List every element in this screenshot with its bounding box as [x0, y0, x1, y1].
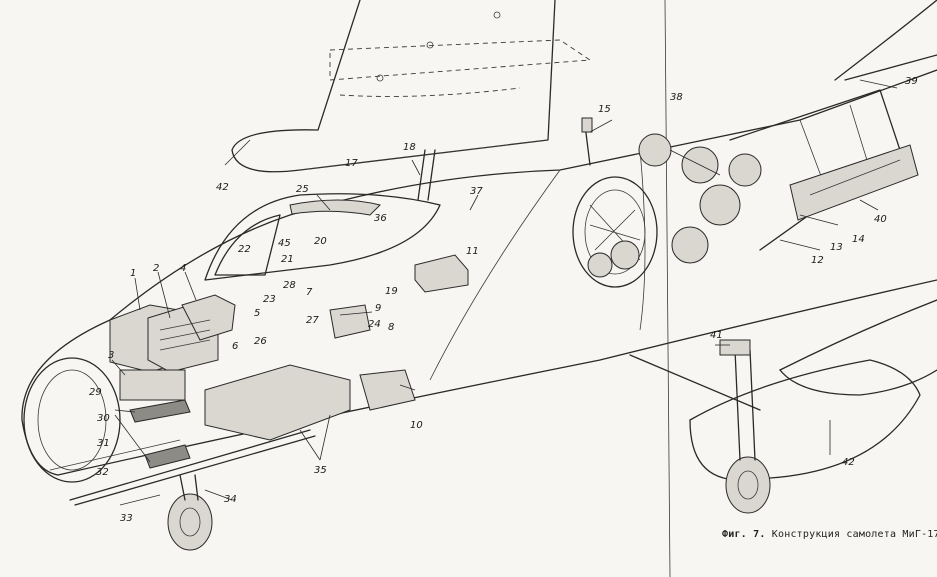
- callout-39: 39: [905, 76, 918, 87]
- callout-14: 14: [852, 234, 865, 245]
- figure-caption-prefix: Фиг. 7.: [722, 529, 766, 540]
- figure-caption-text: Конструкция самолета МиГ-17: [771, 529, 937, 540]
- callout-37: 37: [470, 186, 483, 197]
- callout-8: 8: [388, 322, 394, 333]
- callout-27: 27: [306, 315, 319, 326]
- callout-22: 22: [238, 244, 251, 255]
- callout-1: 1: [130, 268, 136, 279]
- callout-7: 7: [306, 287, 313, 298]
- leader-lines: [111, 79, 898, 506]
- callout-2: 2: [153, 263, 159, 274]
- right-wing: [689, 299, 937, 481]
- callout-18: 18: [403, 142, 416, 153]
- callout-38: 38: [670, 92, 683, 103]
- callout-26: 26: [254, 336, 267, 347]
- callout-4: 4: [180, 263, 186, 274]
- callout-42a: 42: [216, 182, 229, 193]
- callout-labels: 1 2 3 4 5 6 7 8 9 10 11 12 13 14 15 17 1…: [89, 76, 918, 524]
- callout-34: 34: [224, 494, 237, 505]
- gun-bay: [49, 304, 416, 506]
- callout-23: 23: [263, 294, 276, 305]
- callout-17: 17: [345, 158, 358, 169]
- fuselage: [57, 0, 937, 577]
- callout-40: 40: [874, 214, 887, 225]
- fuel-tank-40: [789, 144, 919, 221]
- nose-intake: [21, 319, 121, 483]
- callout-20: 20: [314, 236, 327, 247]
- callout-29: 29: [89, 387, 102, 398]
- antennas: [417, 117, 593, 201]
- callout-32: 32: [96, 467, 109, 478]
- callout-19: 19: [385, 286, 398, 297]
- callout-33: 33: [120, 513, 133, 524]
- upper-wing: [231, 0, 592, 173]
- callout-9: 9: [375, 303, 381, 314]
- avionics-blocks: [109, 294, 236, 373]
- callout-10: 10: [410, 420, 423, 431]
- callout-11: 11: [466, 246, 479, 257]
- callout-41: 41: [710, 330, 723, 341]
- callout-36: 36: [374, 213, 387, 224]
- callout-24: 24: [368, 319, 381, 330]
- callout-35: 35: [314, 465, 327, 476]
- main-landing-gear: [629, 339, 771, 514]
- callout-25: 25: [296, 184, 309, 195]
- nose-landing-gear: [167, 474, 213, 551]
- callout-6: 6: [232, 341, 238, 352]
- canopy: [204, 193, 441, 281]
- callout-21: 21: [281, 254, 294, 265]
- callout-15: 15: [598, 104, 611, 115]
- figure-caption: Фиг. 7. Конструкция самолета МиГ-17: [722, 529, 937, 540]
- callout-28: 28: [283, 280, 296, 291]
- callout-30: 30: [97, 413, 110, 424]
- callout-5: 5: [254, 308, 260, 319]
- callout-42b: 42: [842, 457, 855, 468]
- callout-12: 12: [811, 255, 824, 266]
- callout-45: 45: [278, 238, 291, 249]
- callout-3: 3: [108, 350, 114, 361]
- callout-31: 31: [97, 438, 110, 449]
- tail-fin: [834, 0, 937, 81]
- callout-13: 13: [830, 242, 843, 253]
- equipment-box-11: [414, 254, 469, 293]
